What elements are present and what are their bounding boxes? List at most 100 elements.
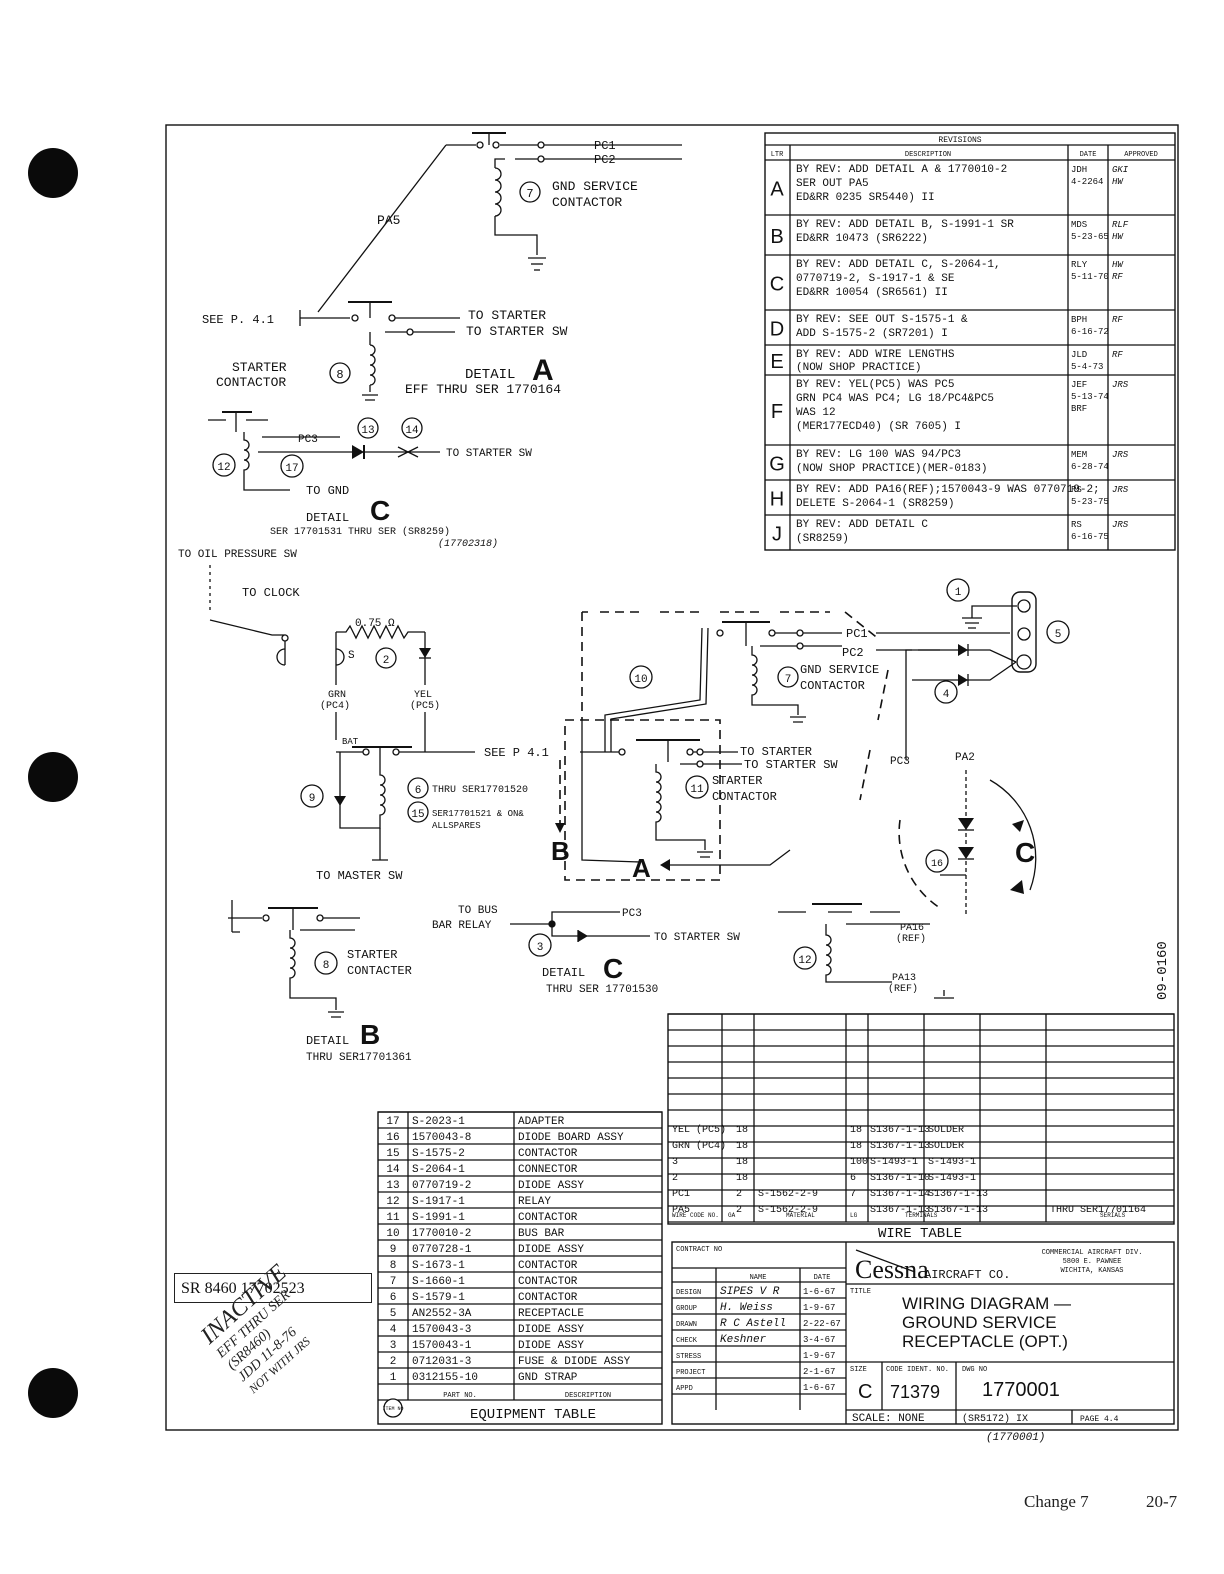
equip-part: S-2064-1 — [412, 1164, 465, 1176]
rev-date: JLD — [1071, 350, 1087, 360]
rev-description-line: ED&RR 10473 (SR6222) — [796, 233, 928, 245]
wire-cell: S-1493-1 — [928, 1173, 976, 1184]
rev-date: 6-28-74 — [1071, 462, 1109, 472]
tb-page: PAGE 4.4 — [1080, 1415, 1119, 1424]
tb-city: WICHITA, KANSAS — [1060, 1267, 1123, 1275]
signer-name: Keshner — [720, 1334, 767, 1346]
rev-date: RLY — [1071, 260, 1088, 270]
equip-desc: DIODE ASSY — [518, 1244, 584, 1256]
signer-role: DESIGN — [676, 1289, 701, 1297]
wire-cell: 18 — [736, 1157, 748, 1168]
rev-approved: JRS — [1112, 485, 1129, 495]
rev-date: JDH — [1071, 165, 1087, 175]
wire-cell: S-1493-1 — [870, 1157, 918, 1168]
rev-description-line: BY REV: LG 100 WAS 94/PC3 — [796, 449, 961, 461]
signer-role: CHECK — [676, 1337, 698, 1345]
main-item-16: 16 — [931, 859, 943, 870]
detail-c-lower-bar-relay: BAR RELAY — [432, 920, 492, 932]
tb-below: (1770001) — [986, 1432, 1045, 1444]
wire-cell: S-1493-1 — [928, 1157, 976, 1168]
equip-part: AN2552-3A — [412, 1308, 472, 1320]
rev-approved: RF — [1112, 272, 1123, 282]
rev-approved: RF — [1112, 315, 1123, 325]
main-item-9: 9 — [309, 793, 316, 805]
wire-cell: 2 — [736, 1205, 742, 1216]
signer-role: GROUP — [676, 1305, 697, 1313]
equip-item: 12 — [386, 1196, 399, 1208]
equip-part: S-1575-2 — [412, 1148, 465, 1160]
equip-item: 5 — [390, 1308, 397, 1320]
equip-item: 15 — [386, 1148, 399, 1160]
rev-header-desc: DESCRIPTION — [905, 151, 951, 159]
rev-letter: E — [770, 351, 783, 373]
wire-cell: 18 — [850, 1125, 862, 1136]
rev-letter: G — [769, 454, 785, 476]
detail-c-lower-pc3: PC3 — [622, 908, 642, 920]
signer-date: 1-6-67 — [803, 1383, 835, 1393]
equipment-table-title: EQUIPMENT TABLE — [470, 1407, 596, 1423]
equip-item: 11 — [386, 1212, 400, 1224]
wire-cell: 18 — [736, 1125, 748, 1136]
detail-c-lower-item-3: 3 — [537, 942, 544, 954]
wire-footer-cell: SERIALS — [1100, 1212, 1126, 1219]
equip-item: 17 — [386, 1116, 399, 1128]
rev-description-line: GRN PC4 WAS PC4; LG 18/PC4&PC5 — [796, 393, 994, 405]
equip-item: 2 — [390, 1356, 397, 1368]
wire-cell: GRN (PC4) — [672, 1140, 726, 1152]
detail-c-lower-label: DETAIL — [542, 966, 585, 980]
equip-desc: RELAY — [518, 1196, 551, 1208]
rev-letter: B — [770, 226, 783, 248]
equip-desc: DIODE ASSY — [518, 1340, 584, 1352]
detail-c-upper-item-13: 13 — [361, 425, 374, 437]
equip-desc: FUSE & DIODE ASSY — [518, 1356, 631, 1368]
main-item-4: 4 — [943, 689, 950, 701]
detail-a-pc2: PC2 — [594, 153, 616, 167]
detail-c-lower: TO BUS BAR RELAY PC3 TO STARTER SW 3 DET… — [432, 903, 954, 999]
drawing-border — [165, 124, 1179, 1431]
wire-cell: 18 — [736, 1173, 748, 1184]
tb-size: C — [858, 1381, 872, 1403]
detail-c-upper-item-12: 12 — [217, 462, 230, 474]
rev-description-line: BY REV: ADD DETAIL C — [796, 519, 928, 531]
rev-date: 5-4-73 — [1071, 362, 1103, 372]
tb-dwg-label: DWG NO — [962, 1366, 987, 1374]
main-item-2: 2 — [383, 655, 390, 667]
wire-cell: S1367-1-10 — [870, 1173, 930, 1184]
rev-date: MEM — [1071, 450, 1087, 460]
signer-name: H. Weiss — [720, 1302, 773, 1314]
equip-header-desc: DESCRIPTION — [565, 1392, 611, 1400]
rev-description-line: BY REV: SEE OUT S-1575-1 & — [796, 314, 968, 326]
wire-cell: 2 — [736, 1189, 742, 1200]
tb-title-line2: GROUND SERVICE — [902, 1313, 1057, 1332]
rev-date: 6-16-72 — [1071, 327, 1109, 337]
main-grn-pc4: (PC4) — [320, 700, 350, 712]
equip-desc: CONNECTOR — [518, 1164, 578, 1176]
main-to-master-sw: TO MASTER SW — [316, 869, 403, 883]
main-grn: GRN — [328, 690, 346, 701]
rev-description-line: 0770719-2, S-1917-1 & SE — [796, 273, 955, 285]
main-to-starter-sw: TO STARTER SW — [744, 758, 838, 772]
signer-role: DRAWN — [676, 1321, 697, 1329]
wire-cell: S-1562-2-9 — [758, 1205, 818, 1216]
signer-role: APPD — [676, 1385, 693, 1393]
rev-approved: HW — [1112, 260, 1124, 270]
rev-description-line: ED&RR 0235 SR5440) II — [796, 192, 935, 204]
detail-a-label: DETAIL — [465, 367, 515, 383]
equip-desc: CONTACTOR — [518, 1276, 578, 1288]
rev-date: MDS — [1071, 220, 1087, 230]
tb-scale: SCALE: NONE — [852, 1413, 925, 1425]
detail-c-upper-ser2: (17702318) — [438, 538, 498, 550]
revisions-block: REVISIONS LTR DESCRIPTION DATE APPROVED — [764, 132, 1176, 551]
detail-c-upper-to-starter-sw: TO STARTER SW — [446, 448, 532, 460]
wire-table-title: WIRE TABLE — [878, 1226, 962, 1242]
equip-item: 14 — [386, 1164, 400, 1176]
rev-approved: JRS — [1112, 380, 1129, 390]
binder-hole-bottom — [28, 1368, 78, 1418]
rev-date: 5-13-74 — [1071, 392, 1109, 402]
wire-cell: 18 — [850, 1141, 862, 1152]
rev-letter: A — [770, 179, 784, 201]
main-s: S — [348, 650, 355, 662]
rev-approved: JRS — [1112, 520, 1129, 530]
signer-name: SIPES V R — [720, 1286, 780, 1298]
